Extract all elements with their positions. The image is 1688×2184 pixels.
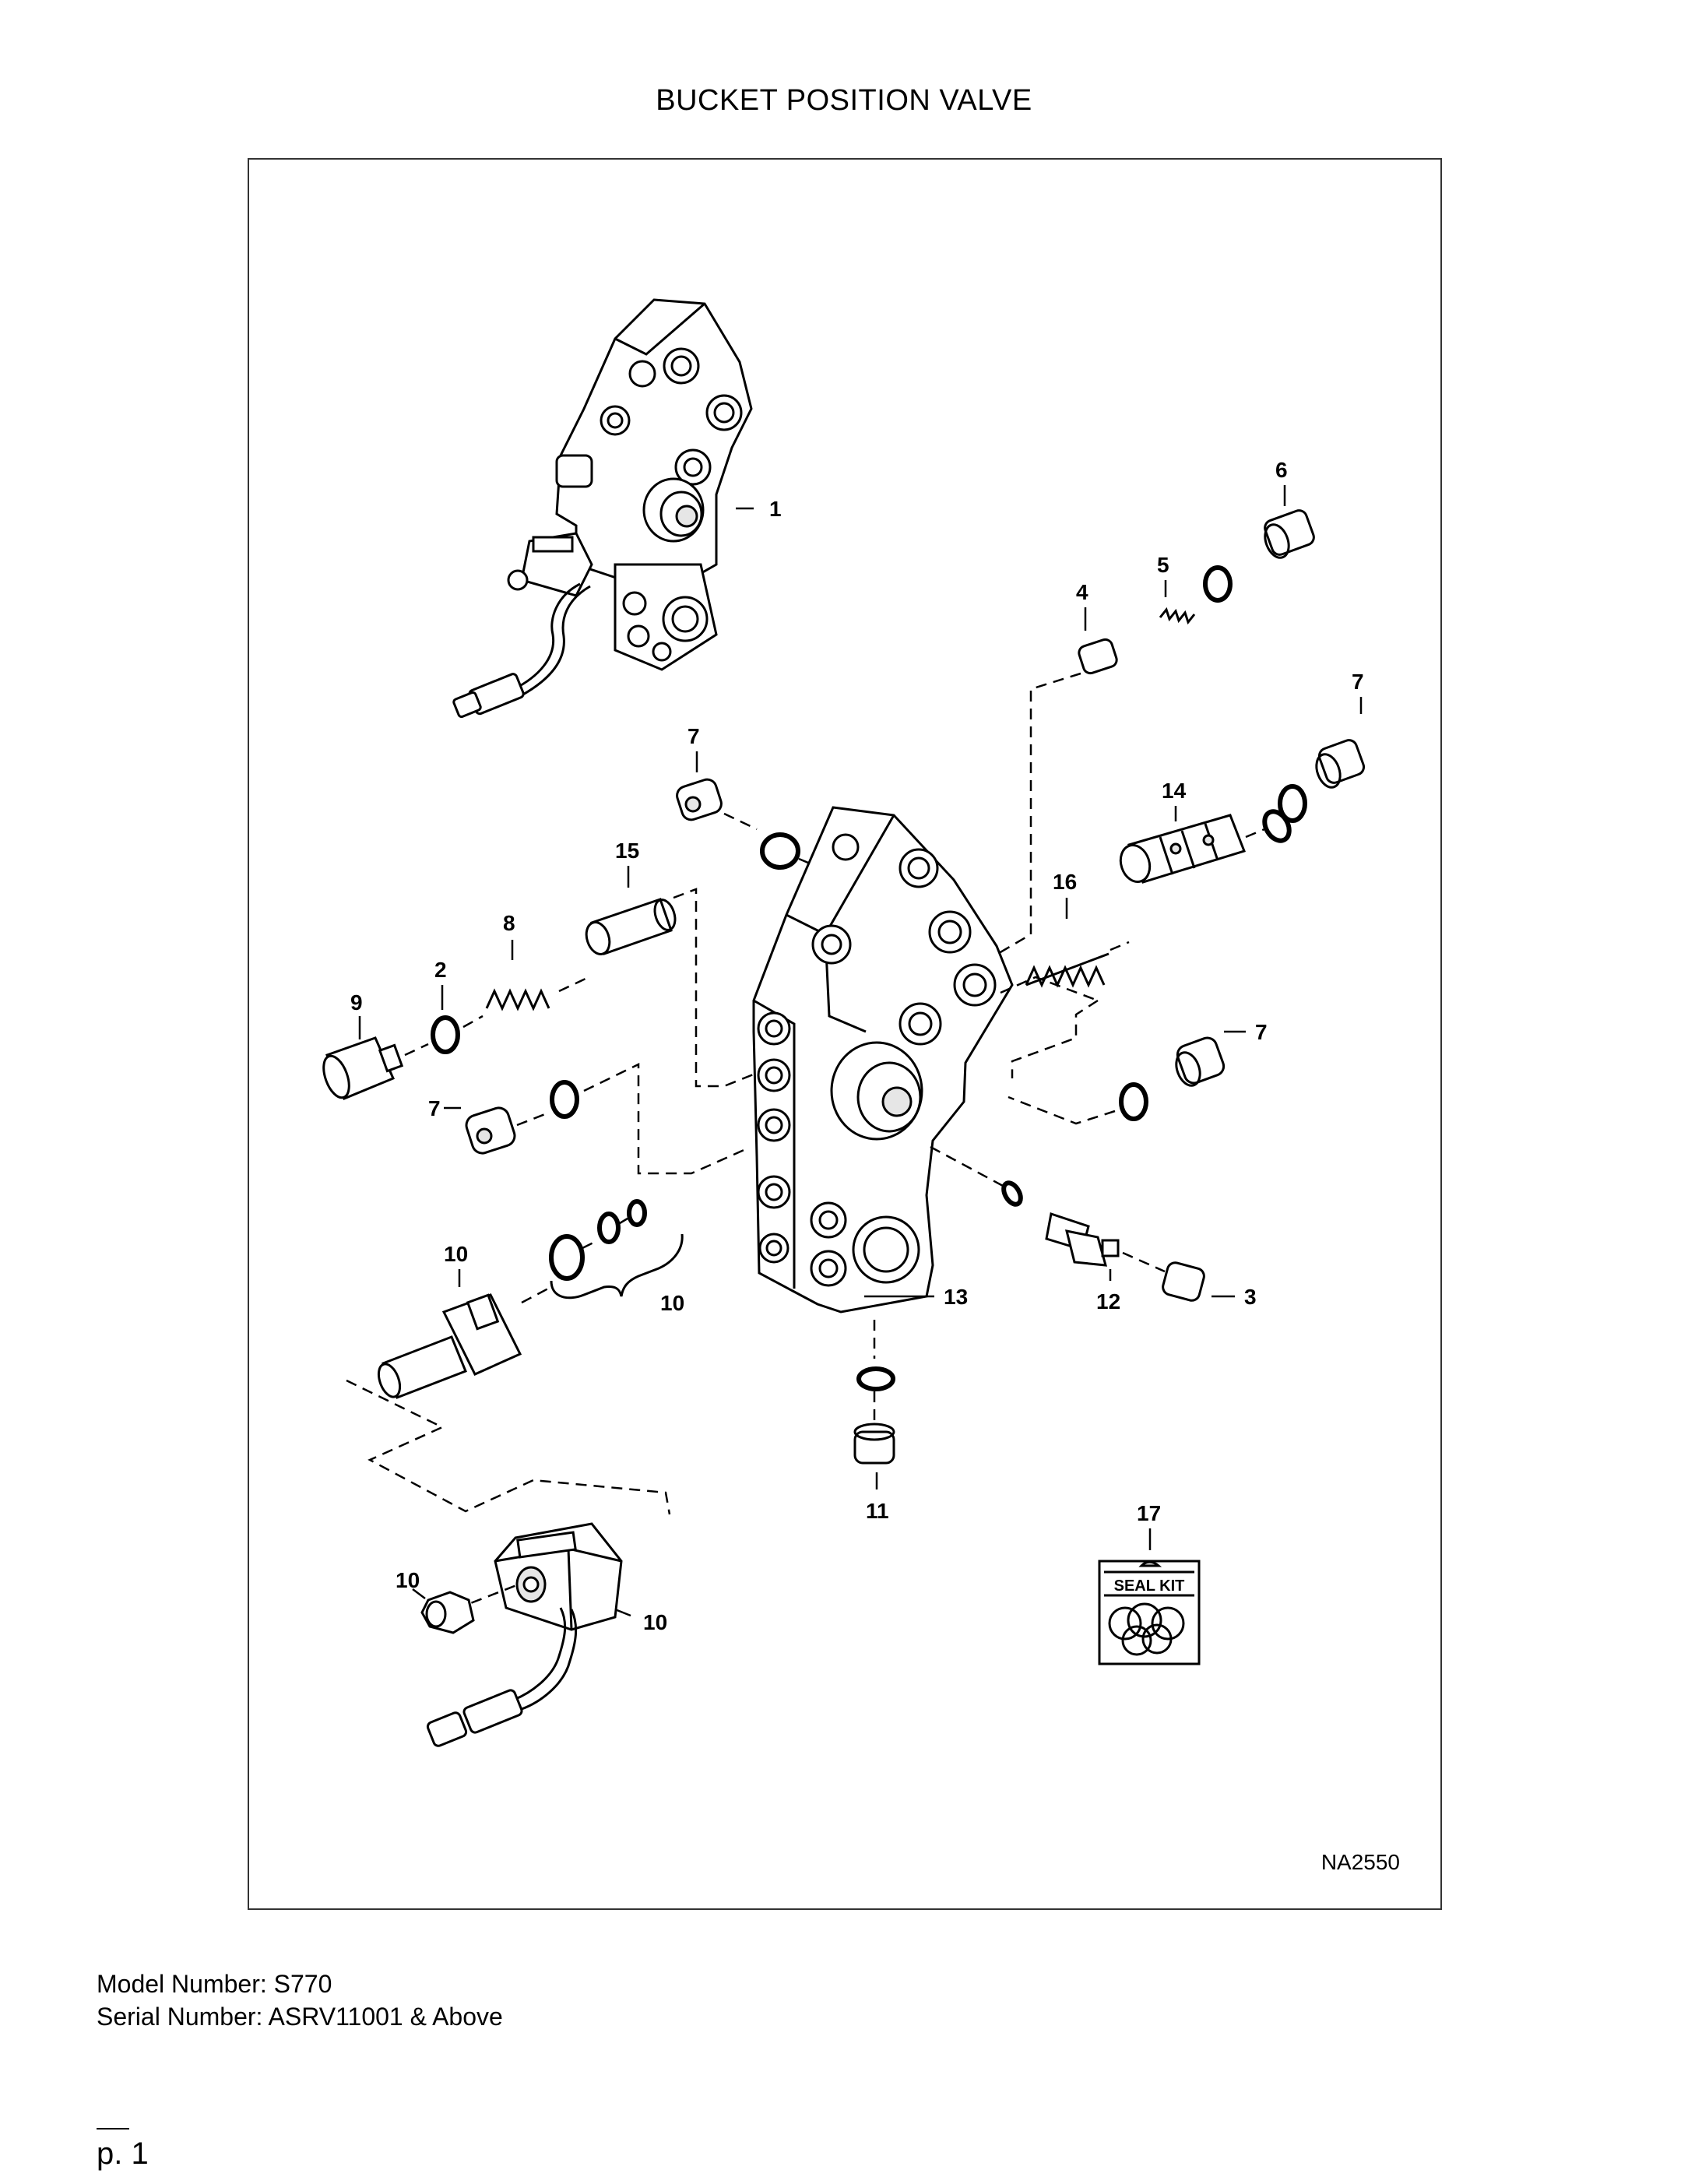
o-ring-near-part-12 bbox=[1001, 1180, 1023, 1207]
callout-16: 16 bbox=[1053, 870, 1077, 894]
o-ring-near-part-7-right-lower bbox=[1119, 1082, 1148, 1121]
o-ring-near-part-7-left bbox=[550, 1080, 579, 1119]
callout-7-left: 7 bbox=[428, 1096, 441, 1120]
seal-kit-label: SEAL KIT bbox=[1114, 1577, 1185, 1595]
callout-10-nut: 10 bbox=[396, 1568, 420, 1592]
callout-15: 15 bbox=[615, 839, 639, 863]
callout-2: 2 bbox=[434, 958, 447, 982]
nut-part-10 bbox=[412, 1588, 475, 1634]
callout-12: 12 bbox=[1096, 1289, 1120, 1314]
plug-part-7-left bbox=[444, 1106, 516, 1155]
plug-part-7-right-upper bbox=[1315, 697, 1366, 789]
page-number-rule bbox=[97, 2128, 129, 2129]
poppet-part-4 bbox=[1078, 607, 1118, 675]
callout-9: 9 bbox=[350, 990, 363, 1015]
callout-7-right-lower: 7 bbox=[1255, 1020, 1268, 1044]
callout-8: 8 bbox=[503, 911, 515, 935]
valve-assembly-part-1 bbox=[452, 298, 754, 719]
callout-10-orings: 10 bbox=[660, 1291, 684, 1315]
callout-14: 14 bbox=[1162, 779, 1187, 803]
page-number: p. 1 bbox=[97, 2137, 149, 2171]
serial-number: Serial Number: ASRV11001 & Above bbox=[97, 2003, 503, 2031]
callout-5: 5 bbox=[1157, 553, 1169, 577]
poppet-part-15 bbox=[585, 866, 677, 955]
spring-part-16 bbox=[1025, 898, 1110, 988]
solenoid-coil-part-10 bbox=[426, 1522, 631, 1747]
o-ring-medium-part-10 bbox=[597, 1212, 621, 1244]
plug-part-11 bbox=[853, 1423, 895, 1489]
solenoid-stem-part-10 bbox=[377, 1269, 522, 1399]
o-ring-near-part-14 bbox=[1262, 809, 1292, 843]
plug-part-6 bbox=[1264, 485, 1315, 559]
callout-10-coil: 10 bbox=[643, 1610, 667, 1634]
plug-part-9 bbox=[322, 1016, 404, 1100]
valve-body-part-13 bbox=[752, 806, 1014, 1314]
o-ring-near-part-11 bbox=[856, 1366, 895, 1391]
relief-valve-part-12 bbox=[1045, 1212, 1120, 1281]
plug-part-7-upper-middle bbox=[676, 751, 723, 821]
callout-4: 4 bbox=[1076, 580, 1088, 604]
model-number: Model Number: S770 bbox=[97, 1970, 332, 1998]
o-ring-large-part-10 bbox=[549, 1234, 585, 1281]
callout-3: 3 bbox=[1244, 1285, 1257, 1309]
figure-id: NA2550 bbox=[1321, 1850, 1400, 1874]
cap-part-3 bbox=[1162, 1261, 1235, 1302]
plug-part-7-right-lower bbox=[1175, 1030, 1246, 1087]
page-title: BUCKET POSITION VALVE bbox=[656, 84, 1032, 117]
o-ring-part-2 bbox=[431, 1015, 460, 1054]
callout-11: 11 bbox=[866, 1499, 889, 1523]
callout-13: 13 bbox=[944, 1285, 968, 1309]
callout-1: 1 bbox=[769, 497, 782, 521]
callout-10-stem: 10 bbox=[444, 1242, 468, 1266]
o-ring-near-part-7-middle bbox=[760, 832, 800, 870]
spool-part-14 bbox=[1119, 806, 1246, 884]
diagram-frame: 1 6 5 4 7 bbox=[248, 158, 1442, 1910]
callout-7-right-upper: 7 bbox=[1352, 670, 1364, 694]
spring-part-8 bbox=[485, 940, 550, 1011]
callout-6: 6 bbox=[1275, 458, 1288, 482]
exploded-parts-diagram: 1 6 5 4 7 bbox=[322, 298, 1400, 1874]
o-ring-small-part-10 bbox=[627, 1199, 647, 1227]
o-ring-near-part-7-right bbox=[1278, 784, 1307, 823]
spring-part-5 bbox=[1159, 580, 1196, 625]
callout-17: 17 bbox=[1137, 1501, 1161, 1525]
o-ring-near-part-5 bbox=[1203, 565, 1233, 603]
seal-kit-part-17: SEAL KIT bbox=[1098, 1528, 1201, 1665]
brace-part-10 bbox=[550, 1233, 684, 1299]
callout-7-upper-middle: 7 bbox=[688, 724, 700, 748]
